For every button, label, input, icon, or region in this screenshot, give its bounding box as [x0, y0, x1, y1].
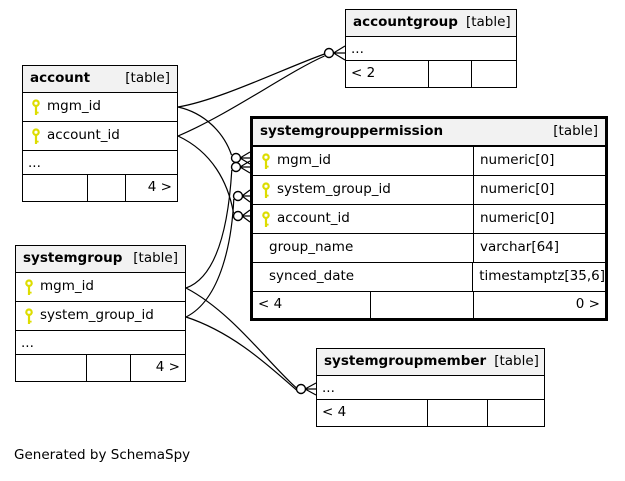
footer-out-degree [471, 61, 516, 87]
primary-key-icon [261, 181, 277, 199]
primary-key-icon [31, 98, 47, 116]
column-row-synced-date[interactable]: synced_date timestamptz[35,6] [253, 263, 605, 292]
column-row-account-id[interactable]: account_id [23, 122, 177, 151]
column-type: varchar[64] [473, 234, 605, 262]
table-footer: 4 > [23, 175, 177, 201]
column-row-system-group-id[interactable]: system_group_id numeric[0] [253, 176, 605, 205]
column-name: account_id [47, 127, 120, 144]
footer-in-degree: < 4 [258, 296, 283, 313]
footer-out-degree: 0 > [473, 292, 605, 318]
column-name: account_id [277, 210, 350, 227]
column-type: numeric[0] [473, 176, 605, 204]
table-tag: [table] [553, 123, 598, 140]
column-type: timestamptz[35,6] [472, 263, 605, 291]
footer-mid [370, 292, 473, 318]
hidden-columns-row: ... [23, 151, 177, 175]
generator-credit: Generated by SchemaSpy [14, 447, 191, 463]
primary-key-icon [24, 307, 40, 325]
table-header[interactable]: account [table] [23, 66, 177, 93]
table-header[interactable]: systemgroupmember [table] [317, 349, 544, 376]
footer-in-degree [16, 355, 86, 381]
footer-out-degree: 4 > [130, 355, 185, 381]
column-name: mgm_id [40, 278, 94, 295]
column-name: group_name [269, 239, 354, 256]
column-row-account-id[interactable]: account_id numeric[0] [253, 205, 605, 234]
hidden-columns-row: ... [346, 37, 516, 61]
primary-key-icon [261, 152, 277, 170]
table-header[interactable]: accountgroup [table] [346, 10, 516, 37]
column-row-mgm-id[interactable]: mgm_id [23, 93, 177, 122]
column-name: mgm_id [47, 98, 101, 115]
table-tag: [table] [494, 353, 539, 370]
table-name: account [30, 70, 91, 87]
footer-mid [428, 61, 471, 87]
hidden-columns-row: ... [317, 376, 544, 400]
table-name: systemgroupmember [324, 353, 487, 370]
column-name: system_group_id [40, 307, 154, 324]
footer-in-degree: < 4 [322, 404, 347, 421]
table-footer: < 2 [346, 61, 516, 87]
column-row-mgm-id[interactable]: mgm_id [16, 273, 185, 302]
column-name: synced_date [269, 268, 355, 285]
column-row-system-group-id[interactable]: system_group_id [16, 302, 185, 331]
column-type: numeric[0] [473, 205, 605, 233]
column-row-mgm-id[interactable]: mgm_id numeric[0] [253, 147, 605, 176]
table-footer: < 4 0 > [253, 292, 605, 318]
footer-mid [86, 355, 130, 381]
table-accountgroup[interactable]: accountgroup [table] ... < 2 [345, 9, 517, 88]
primary-key-icon [24, 278, 40, 296]
table-tag: [table] [465, 14, 511, 31]
primary-key-icon [261, 210, 277, 228]
table-footer: < 4 [317, 400, 544, 426]
column-row-group-name[interactable]: group_name varchar[64] [253, 234, 605, 263]
table-tag: [table] [133, 250, 178, 267]
primary-key-icon [31, 127, 47, 145]
table-name: systemgroup [23, 250, 123, 267]
table-account[interactable]: account [table] mgm_id [22, 65, 178, 202]
table-systemgroupmember[interactable]: systemgroupmember [table] ... < 4 [316, 348, 545, 427]
footer-out-degree [487, 400, 544, 426]
table-header[interactable]: systemgrouppermission [table] [253, 119, 605, 147]
table-name: systemgrouppermission [260, 123, 444, 140]
table-name: accountgroup [353, 14, 458, 31]
table-tag: [table] [125, 70, 170, 87]
footer-mid [427, 400, 487, 426]
column-type: numeric[0] [473, 147, 605, 175]
table-systemgrouppermission[interactable]: systemgrouppermission [table] mgm_id num… [250, 116, 608, 321]
footer-out-degree: 4 > [125, 175, 177, 201]
column-name: mgm_id [277, 152, 331, 169]
table-systemgroup[interactable]: systemgroup [table] mgm_id [15, 245, 186, 382]
table-header[interactable]: systemgroup [table] [16, 246, 185, 273]
column-name: system_group_id [277, 181, 391, 198]
footer-in-degree: < 2 [351, 65, 376, 82]
hidden-columns-row: ... [16, 331, 185, 355]
footer-in-degree [23, 175, 87, 201]
footer-mid [87, 175, 125, 201]
table-footer: 4 > [16, 355, 185, 381]
